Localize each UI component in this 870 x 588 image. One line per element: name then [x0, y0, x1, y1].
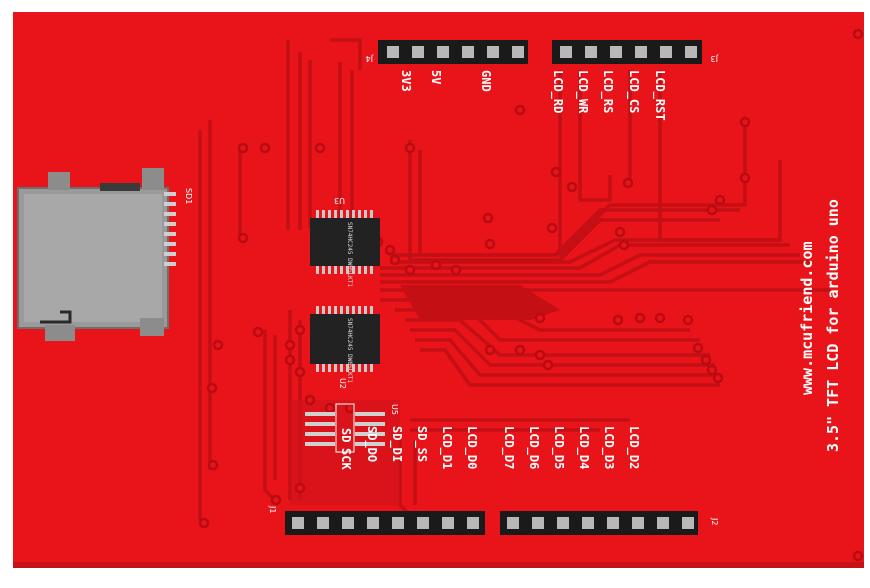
label-lcd-rd: LCD_RD [550, 70, 565, 113]
u5-ref: U5 [390, 404, 399, 415]
j4-ref: J4 [366, 54, 374, 63]
label-3v3: 3V3 [399, 70, 413, 92]
j2-pin-labels: SD SCK SD_DO SD_DI SD_SS LCD_D1 LCD_D0 L… [339, 426, 641, 470]
copper-pour [400, 285, 560, 320]
vias [198, 28, 864, 562]
board-edge-shadow [13, 562, 864, 568]
j3-ref: J3 [711, 54, 719, 63]
label-lcd-d7: LCD_D7 [501, 426, 516, 469]
label-lcd-d6: LCD_D6 [526, 426, 541, 469]
sd-slot-ref: SD1 [184, 188, 193, 204]
label-sck: SCK [339, 448, 353, 470]
label-lcd-cs: LCD_CS [626, 70, 641, 113]
u3-marking: SN74HC245 DW0SLKT1 [346, 222, 353, 287]
board-title-url: www.mcufriend.com [798, 241, 816, 395]
label-lcd-d1: LCD_D1 [439, 426, 454, 469]
label-lcd-d0: LCD_D0 [464, 426, 479, 469]
label-lcd-d2: LCD_D2 [626, 426, 641, 469]
label-lcd-d5: LCD_D5 [551, 426, 566, 469]
u2-ref: U2 [338, 378, 347, 389]
board-title-model: 3.5" TFT LCD for arduino uno [824, 199, 842, 452]
u3-ref: U3 [334, 196, 345, 205]
copper-traces [198, 38, 830, 520]
j1-ref: J1 [268, 505, 277, 513]
label-sd: SD [339, 428, 353, 442]
j2-ref: J2 [710, 517, 719, 525]
header-j1: J1 [268, 505, 485, 535]
header-j4: J4 [366, 40, 528, 64]
u2-marking: SN74HC245 DW0SLKT1 [346, 318, 353, 383]
header-j2: J2 [500, 511, 719, 535]
chip-u2: SN74HC245 DW0SLKT1 U2 [310, 306, 380, 389]
label-5v: 5V [429, 70, 443, 84]
j4-pin-labels: 3V3 5V GND [399, 70, 493, 92]
j3-pin-labels: LCD_RD LCD_WR LCD_RS LCD_CS LCD_RST [550, 70, 667, 121]
label-sd-di: SD_DI [389, 426, 404, 462]
label-lcd-d4: LCD_D4 [576, 426, 591, 469]
chip-u5: U5 [305, 403, 399, 453]
label-lcd-wr: LCD_WR [575, 70, 590, 114]
header-j3: J3 [552, 40, 719, 64]
label-lcd-rst: LCD_RST [652, 70, 667, 121]
label-lcd-d3: LCD_D3 [601, 426, 616, 469]
chip-u3: SN74HC245 DW0SLKT1 U3 [310, 196, 380, 287]
label-gnd: GND [479, 70, 493, 92]
label-sd-ss: SD_SS [414, 426, 429, 462]
label-lcd-rs: LCD_RS [600, 70, 615, 113]
sd-card-slot: SD1 [17, 168, 193, 341]
label-sd-do: SD_DO [364, 426, 379, 462]
